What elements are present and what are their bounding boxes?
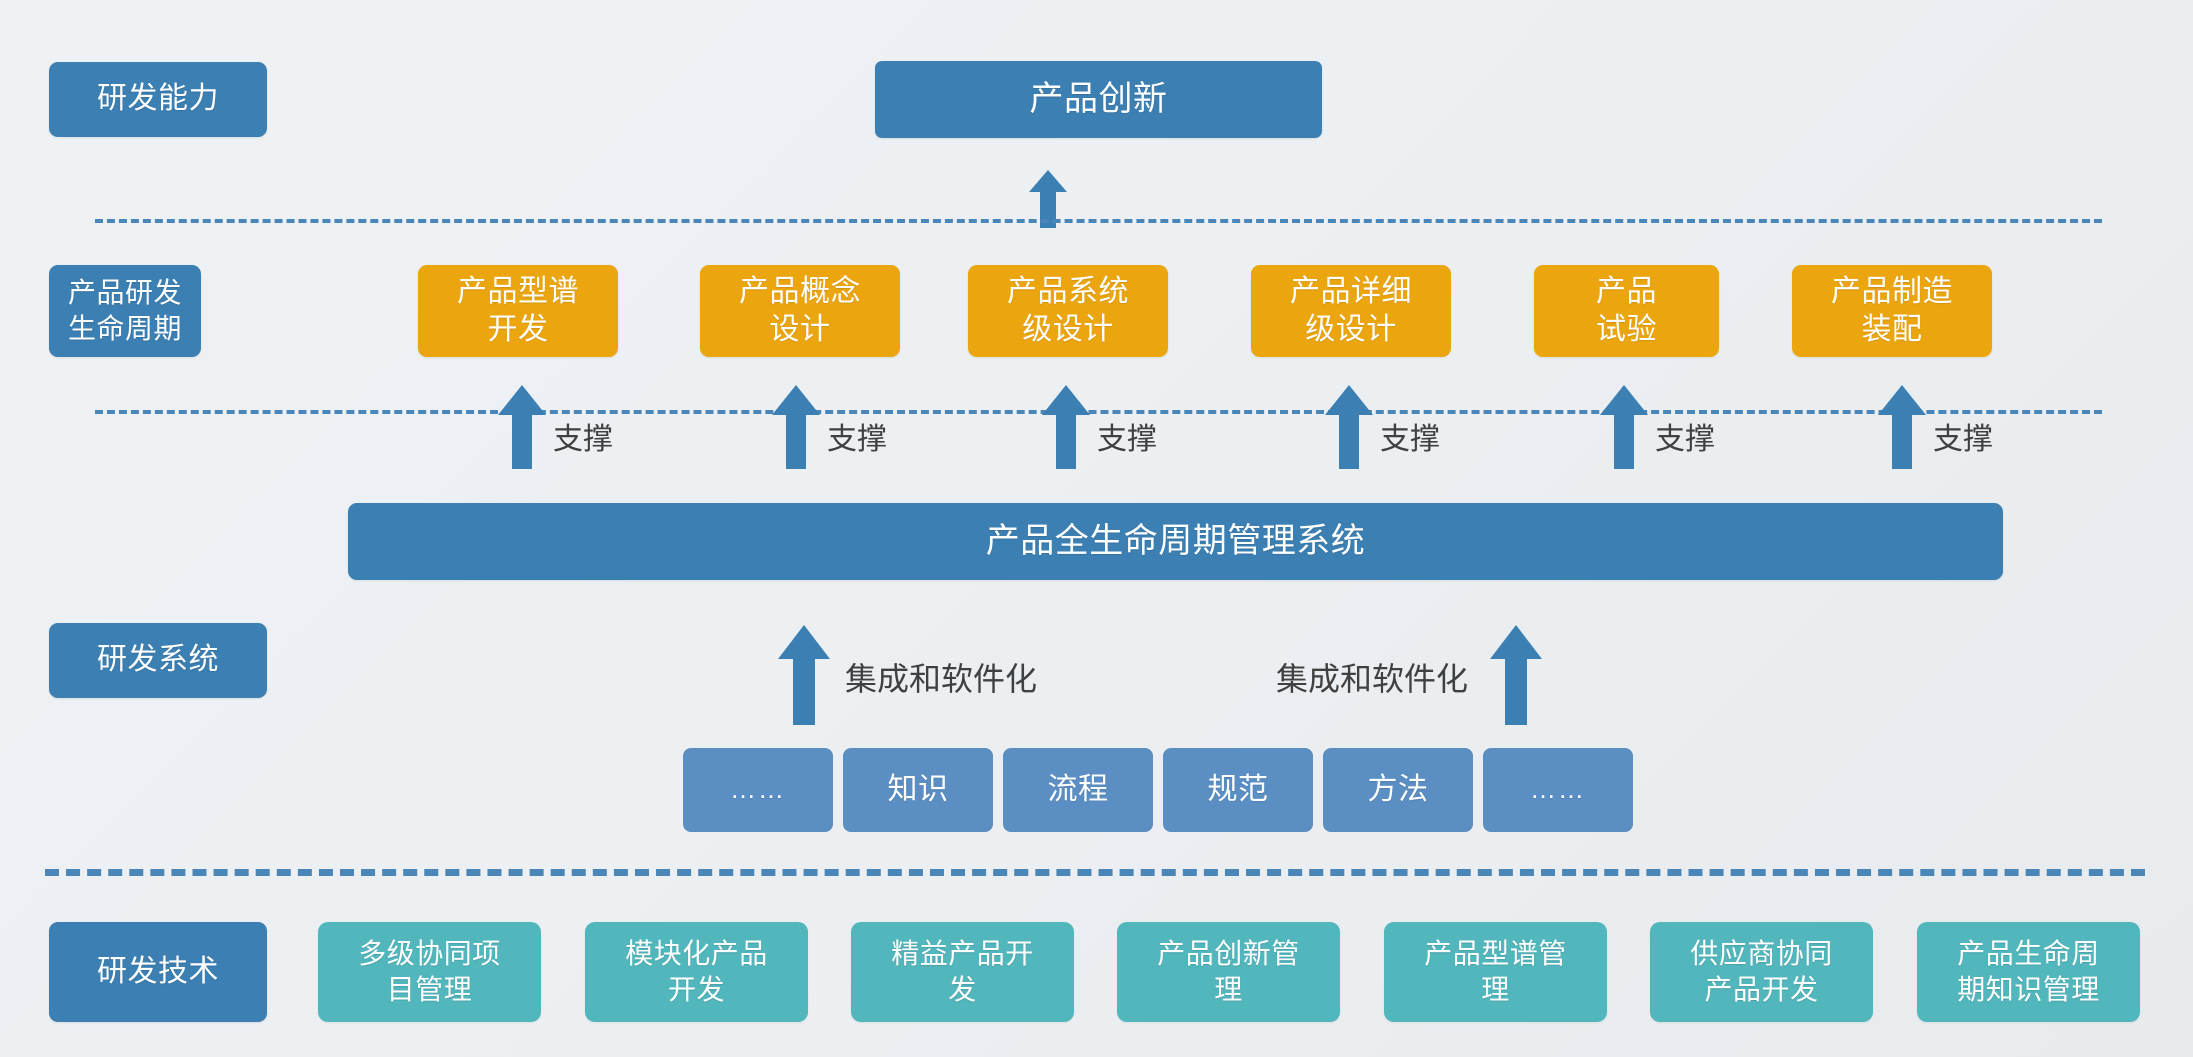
asset-box: …… xyxy=(683,748,833,832)
asset-box: 知识 xyxy=(843,748,993,832)
technology-box: 模块化产品 开发 xyxy=(585,922,808,1022)
stage-box: 产品制造 装配 xyxy=(1792,265,1992,357)
support-up-arrow xyxy=(1042,385,1090,469)
stage-box: 产品系统 级设计 xyxy=(968,265,1168,357)
support-up-arrow xyxy=(1878,385,1926,469)
technology-box: 产品创新管 理 xyxy=(1117,922,1340,1022)
integration-caption-right: 集成和软件化 xyxy=(1276,661,1469,697)
support-caption: 支撑 xyxy=(1655,423,1715,456)
support-up-arrow xyxy=(1325,385,1373,469)
stage-box: 产品 试验 xyxy=(1534,265,1719,357)
support-caption: 支撑 xyxy=(1097,423,1157,456)
technology-box: 供应商协同 产品开发 xyxy=(1650,922,1873,1022)
asset-box: …… xyxy=(1483,748,1633,832)
stage-box: 产品详细 级设计 xyxy=(1251,265,1451,357)
integration-caption-left: 集成和软件化 xyxy=(845,661,1038,697)
stage-box: 产品型谱 开发 xyxy=(418,265,618,357)
support-up-arrow xyxy=(772,385,820,469)
divider-capability-lifecycle xyxy=(95,219,2102,223)
integration-up-arrow-right xyxy=(1490,625,1542,725)
row-label-capability: 研发能力 xyxy=(49,62,267,137)
divider-lifecycle-system xyxy=(95,410,2102,414)
support-up-arrow xyxy=(498,385,546,469)
integration-up-arrow-left xyxy=(778,625,830,725)
row-label-technology: 研发技术 xyxy=(49,922,267,1022)
support-up-arrow xyxy=(1600,385,1648,469)
support-caption: 支撑 xyxy=(553,423,613,456)
technology-box: 产品生命周 期知识管理 xyxy=(1917,922,2140,1022)
technology-box: 精益产品开 发 xyxy=(851,922,1074,1022)
support-caption: 支撑 xyxy=(1380,423,1440,456)
stage-box: 产品概念 设计 xyxy=(700,265,900,357)
support-caption: 支撑 xyxy=(1933,423,1993,456)
support-caption: 支撑 xyxy=(827,423,887,456)
technology-box: 产品型谱管 理 xyxy=(1384,922,1607,1022)
technology-box: 多级协同项 目管理 xyxy=(318,922,541,1022)
asset-box: 方法 xyxy=(1323,748,1473,832)
innovation-up-arrow xyxy=(1029,170,1067,228)
divider-system-technology xyxy=(45,869,2145,876)
asset-box: 规范 xyxy=(1163,748,1313,832)
plm-system-bar: 产品全生命周期管理系统 xyxy=(348,503,2003,580)
row-label-system: 研发系统 xyxy=(49,623,267,698)
product-innovation-box: 产品创新 xyxy=(875,61,1322,138)
asset-box: 流程 xyxy=(1003,748,1153,832)
row-label-lifecycle: 产品研发 生命周期 xyxy=(49,265,201,357)
